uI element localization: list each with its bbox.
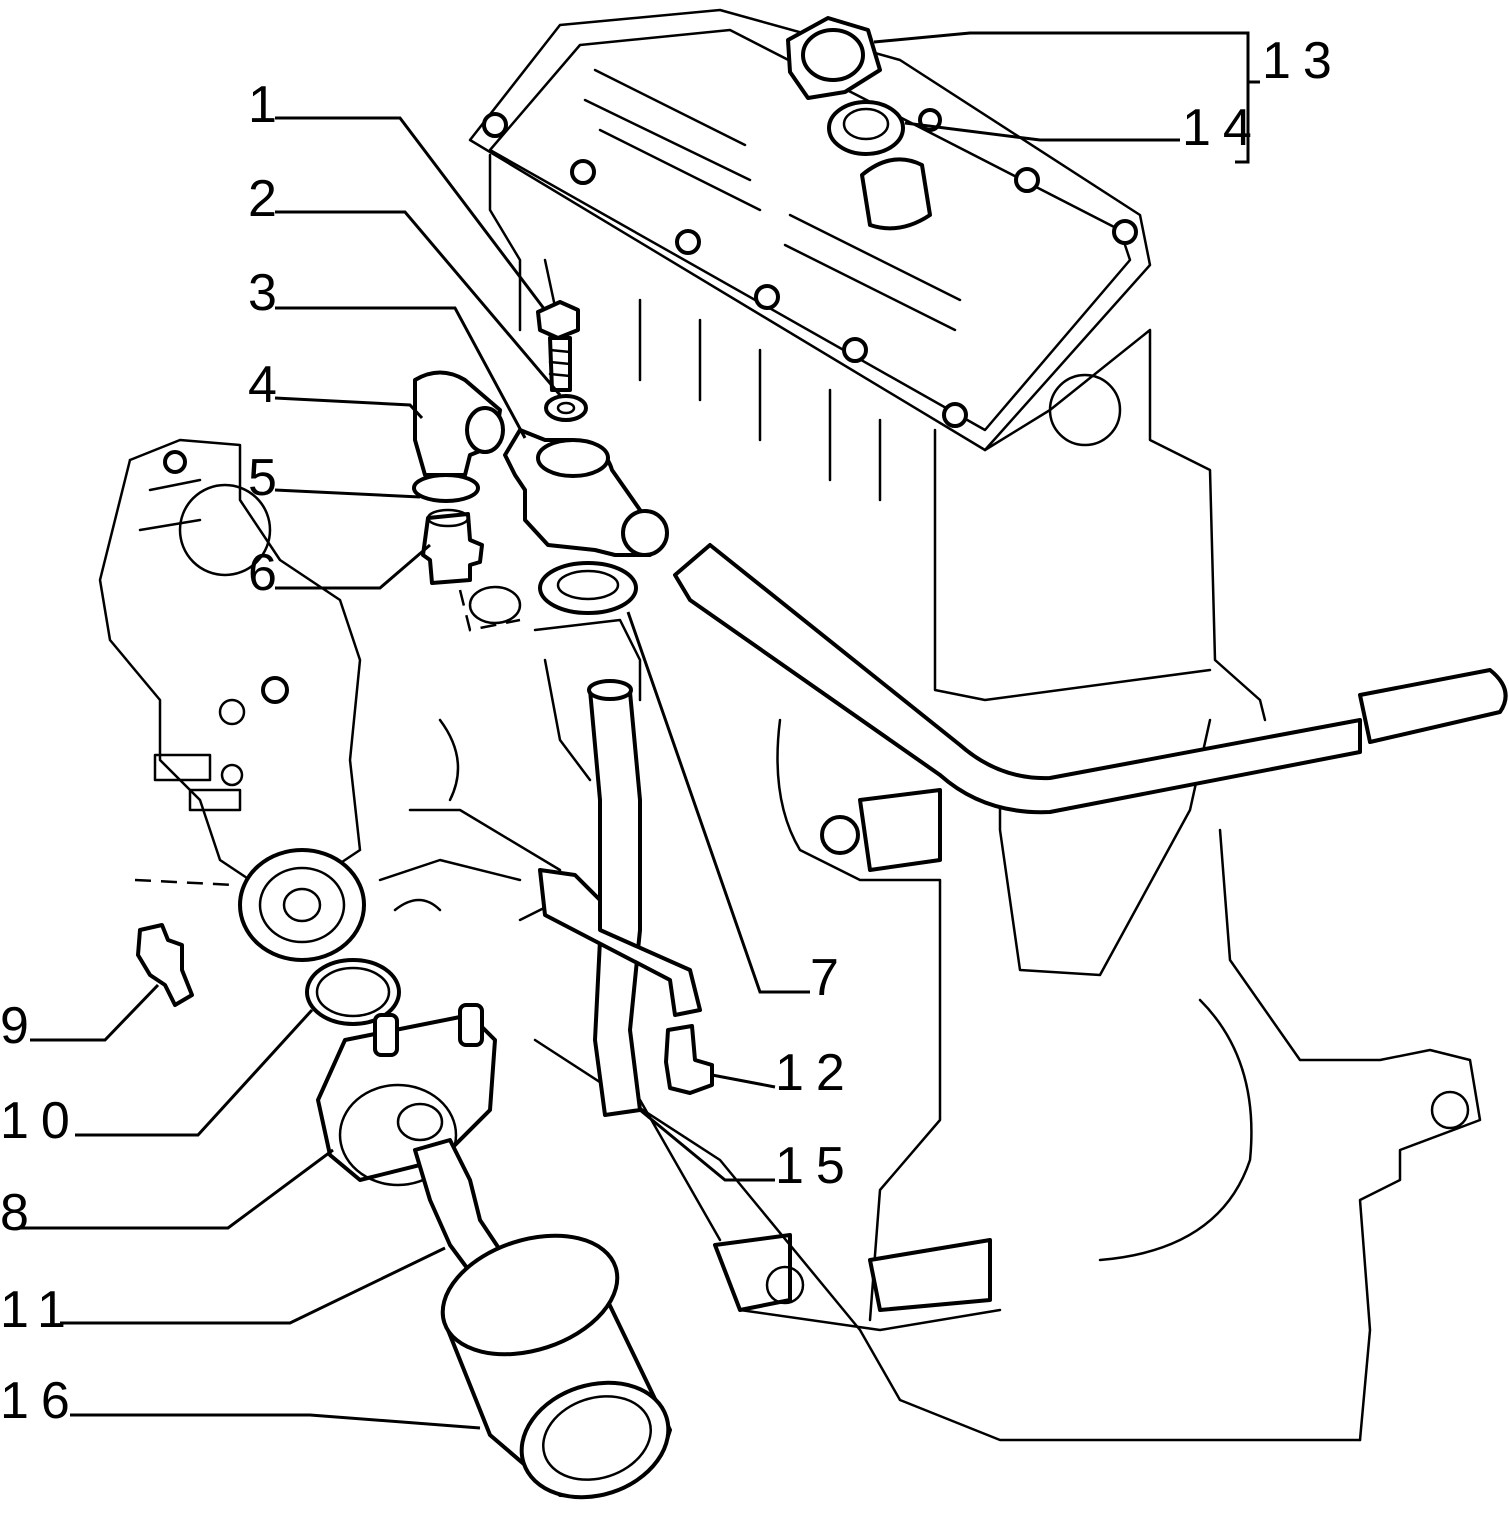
part-12-bolt [664, 1024, 714, 1095]
head-bolt-2 [570, 159, 596, 185]
callout-14: 14 [1182, 99, 1264, 157]
callout-3: 3 [248, 264, 289, 322]
callout-5: 5 [248, 449, 289, 507]
oil-pan-flange-left [713, 1233, 792, 1312]
head-bolt-8 [1112, 219, 1138, 245]
timing-housing [98, 438, 562, 962]
part-6-sensor [421, 512, 484, 585]
callout-4: 4 [248, 356, 289, 414]
head-bolt-4 [754, 284, 780, 310]
callout-8: 8 [0, 1184, 41, 1242]
head-bolt-3 [675, 229, 701, 255]
pulley [238, 848, 366, 962]
callout-12: 12 [775, 1044, 857, 1102]
coolant-hose-end [1358, 668, 1508, 744]
part-2-washer [544, 394, 588, 422]
head-bolt-7 [1014, 167, 1040, 193]
part-1-bolt [536, 300, 580, 340]
callout-7: 7 [810, 949, 851, 1007]
block-boss [858, 788, 942, 872]
coolant-hose-long [673, 543, 1362, 815]
head-bolt-1 [482, 112, 508, 138]
callout-11: 11 [0, 1281, 78, 1339]
hoses [533, 543, 1508, 1117]
part-9-fitting [136, 923, 194, 1007]
pipe-bracket [538, 868, 702, 1017]
callout-9: 9 [0, 997, 41, 1055]
callout-labels: 1 2 3 4 5 6 7 8 9 10 11 12 13 14 15 16 [0, 32, 1344, 1430]
head-bolt-5 [842, 337, 868, 363]
part-5-o-ring [412, 473, 480, 503]
head-bolt-6 [942, 402, 968, 428]
callout-15: 15 [775, 1137, 857, 1195]
callout-1: 1 [248, 76, 289, 134]
callout-6: 6 [248, 544, 289, 602]
callout-10: 10 [0, 1092, 82, 1150]
callout-2: 2 [248, 170, 289, 228]
part-10-o-ring [305, 958, 401, 1026]
engine-block [468, 8, 1482, 1442]
oil-pan-flange-right [868, 1238, 992, 1312]
oil-filler-neck [860, 157, 932, 231]
callout-13: 13 [1262, 32, 1344, 90]
callout-16: 16 [0, 1372, 82, 1430]
leader-lines [20, 31, 1260, 1430]
parts [136, 16, 905, 1500]
